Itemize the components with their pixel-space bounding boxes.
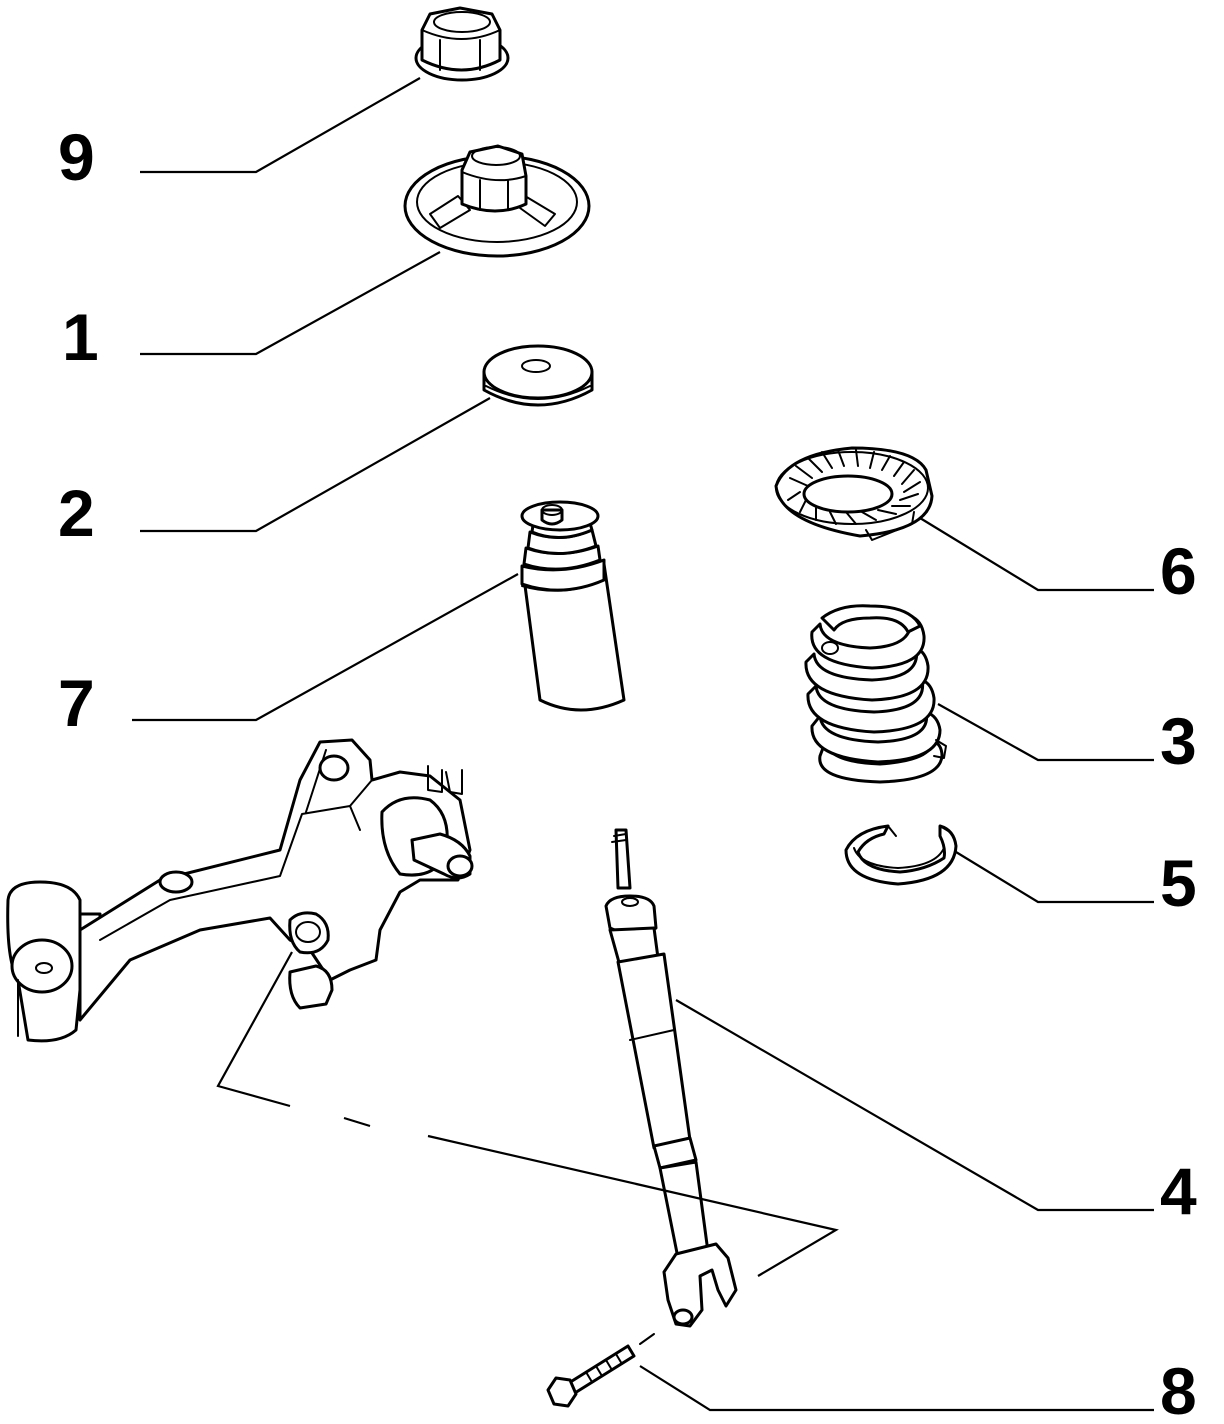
leader-8 xyxy=(639,1365,1154,1412)
rear-axle-trailing-arm xyxy=(6,738,474,1043)
part-1-top-mount xyxy=(403,144,591,258)
callout-9: 9 xyxy=(58,120,95,194)
callout-1: 1 xyxy=(62,300,99,374)
part-5-spring-pad xyxy=(844,824,958,886)
part-3-coil-spring xyxy=(804,604,947,784)
callout-5: 5 xyxy=(1160,846,1197,920)
part-2-cup-washer xyxy=(482,344,594,407)
part-8-bolt xyxy=(546,1333,655,1408)
part-6-spring-seat xyxy=(774,446,934,541)
leader-lines xyxy=(132,77,1154,1412)
reference-dash-1 xyxy=(343,1116,371,1128)
leader-2 xyxy=(140,397,491,533)
callout-7: 7 xyxy=(58,666,95,740)
part-7-bump-stop-boot xyxy=(520,500,626,712)
callout-8: 8 xyxy=(1160,1354,1197,1424)
callout-3: 3 xyxy=(1160,704,1197,778)
reference-line-arm xyxy=(216,951,293,1108)
leader-9 xyxy=(140,77,421,174)
leader-5 xyxy=(955,851,1154,904)
leader-1 xyxy=(140,251,441,356)
reference-line-shock xyxy=(427,1134,839,1277)
leader-4 xyxy=(675,999,1154,1212)
leader-3 xyxy=(937,703,1154,762)
part-9-flange-nut xyxy=(414,6,510,82)
callout-4: 4 xyxy=(1160,1154,1197,1228)
callout-6: 6 xyxy=(1160,534,1197,608)
callout-2: 2 xyxy=(58,476,95,550)
leader-7 xyxy=(132,573,519,722)
callout-numbers: 9 1 2 7 6 3 5 4 8 xyxy=(58,120,1197,1424)
leader-6 xyxy=(919,517,1154,592)
part-4-shock-absorber xyxy=(604,828,738,1328)
